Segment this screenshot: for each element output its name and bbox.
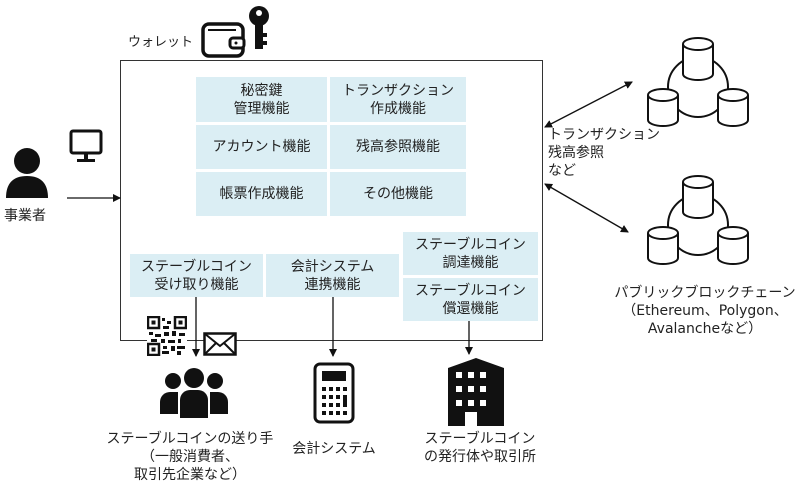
recipient-label-sender: ステーブルコインの送り手 （一般消費者、 取引先企業など） [100, 430, 280, 484]
recipient-label-accounting: 会計システム [284, 440, 384, 458]
cell-line: ステーブルコイン [415, 236, 526, 253]
cell-line: 帳票作成機能 [219, 186, 304, 202]
function-other: その他機能 [330, 172, 466, 216]
operator-label: 事業者 [4, 208, 46, 224]
label-line: 取引先企業など） [134, 467, 246, 483]
blockchain-label-line: （Ethereum、Polygon、 [622, 303, 788, 319]
cell-line: 償還機能 [442, 300, 499, 317]
label-line: ステーブルコインの送り手 [106, 431, 274, 447]
calculator-icon [313, 362, 355, 424]
building-icon [448, 358, 504, 426]
interaction-line: 残高参照 [548, 145, 604, 161]
interaction-label: トランザクション 残高参照 など [548, 126, 660, 180]
function-procure: ステーブルコイン 調達機能 [403, 232, 538, 275]
interaction-line: トランザクション [548, 127, 660, 143]
function-private-key: 秘密鍵 管理機能 [196, 77, 327, 122]
key-icon [249, 6, 269, 49]
function-balance: 残高参照機能 [330, 125, 466, 169]
function-report: 帳票作成機能 [196, 172, 327, 216]
function-redeem: ステーブルコイン 償還機能 [403, 278, 538, 321]
cell-line: その他機能 [363, 186, 433, 202]
blockchain-arrow-top [544, 81, 633, 128]
cell-line: ステーブルコイン [141, 258, 252, 275]
mail-icon [203, 332, 237, 356]
blockchain-label: パブリックブロックチェーン （Ethereum、Polygon、 Avalanc… [610, 284, 800, 338]
cell-line: 残高参照機能 [356, 139, 440, 155]
cell-line: 秘密鍵 [240, 82, 283, 99]
blockchain-label-line: Avalancheなど） [647, 321, 763, 337]
label-line: 会計システム [292, 441, 376, 457]
wallet-label: ウォレット [128, 35, 194, 50]
function-receive: ステーブルコイン 受け取り機能 [130, 254, 263, 297]
blockchain-network-icon [647, 175, 749, 265]
cell-line: 調達機能 [442, 254, 499, 271]
cell-line: 管理機能 [233, 100, 290, 117]
label-line: の発行体や取引所 [424, 449, 536, 465]
cell-line: トランザクション [342, 82, 454, 99]
people-icon [160, 368, 228, 418]
recipient-label-issuer: ステーブルコイン の発行体や取引所 [410, 430, 550, 466]
qr-code-icon [147, 316, 187, 356]
cell-line: 会計システム [290, 258, 375, 275]
cell-line: 連携機能 [304, 276, 361, 293]
person-icon [6, 148, 48, 198]
blockchain-network-icon [647, 37, 749, 127]
function-account: アカウント機能 [196, 125, 327, 169]
cell-line: アカウント機能 [212, 139, 311, 155]
blockchain-arrow-bottom [544, 183, 629, 233]
wallet-icon [201, 22, 246, 58]
cell-line: 作成機能 [370, 100, 426, 117]
label-line: （一般消費者、 [141, 449, 239, 465]
cell-line: ステーブルコイン [415, 282, 526, 299]
interaction-line: など [548, 163, 576, 179]
monitor-icon [69, 129, 103, 162]
function-accounting-link: 会計システム 連携機能 [266, 254, 399, 297]
cell-line: 受け取り機能 [154, 276, 239, 293]
blockchain-label-line: パブリックブロックチェーン [614, 285, 796, 301]
label-line: ステーブルコイン [424, 431, 536, 447]
function-transaction-create: トランザクション 作成機能 [330, 77, 466, 122]
